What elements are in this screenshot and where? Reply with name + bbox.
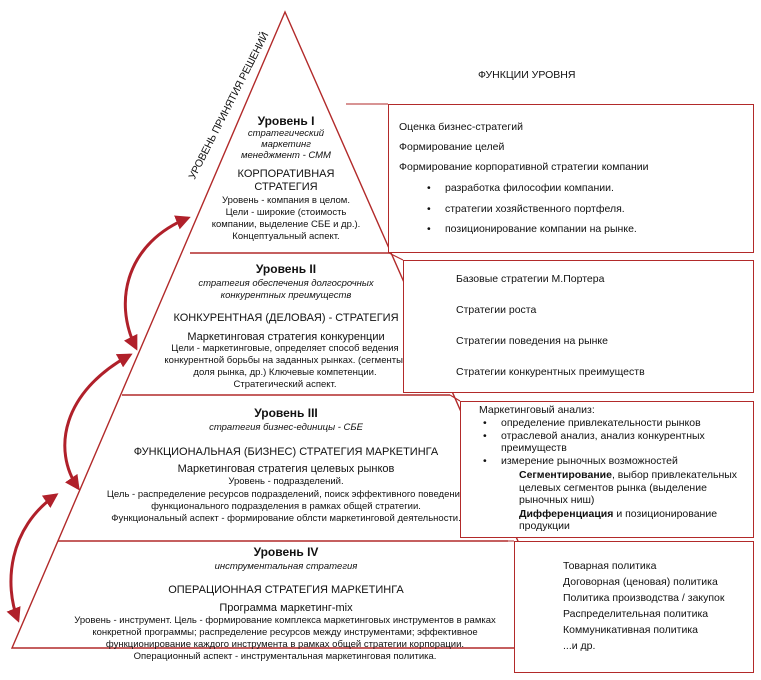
functions-level-3-segmentation: Сегментирование, выбор привлекательных (519, 469, 737, 481)
differentiation-bold: Дифференциация (519, 508, 614, 520)
functions-level-2-line-3: Стратегии поведения на рынке (456, 335, 608, 347)
level-arrows (6, 215, 191, 623)
level-1-strategy-1: КОРПОРАТИВНАЯ (237, 168, 335, 180)
level-1-desc-3: компании, выделение СБЕ и др.). (211, 219, 361, 230)
functions-level-4-line-5: Коммуникативная политика (563, 624, 698, 636)
level-1-desc-2: Цели - широкие (стоимость (225, 207, 347, 218)
level-2-desc-1: Цели - маркетинговые, определяет способ … (171, 343, 399, 354)
level-4-title: Уровень IV (253, 545, 319, 559)
segmentation-bold: Сегментирование (519, 469, 612, 481)
connector-lines (346, 103, 514, 542)
level-4-desc-1: Уровень - инструмент. Цель - формировани… (74, 615, 496, 626)
functions-level-3-seg-line-2: рыночных ниш) (519, 494, 595, 506)
functions-level-3-bullet-1: определение привлекательности рынков (483, 417, 701, 429)
functions-level-3-heading: Маркетинговый анализ: (479, 404, 595, 416)
functions-level-1-line-1: Оценка бизнес-стратегий (399, 121, 523, 133)
functions-level-4-line-2: Договорная (ценовая) политика (563, 576, 718, 588)
functions-level-3-bullet-2: отраслевой анализ, анализ конкурентных (483, 430, 705, 442)
level-2-subtitle-2: конкурентных преимуществ (220, 290, 352, 301)
functions-level-3-diff-line-1: продукции (519, 520, 570, 532)
level-1-desc-1: Уровень - компания в целом. (222, 195, 350, 206)
functions-level-1-bullet-1: разработка философии компании. (427, 182, 614, 194)
level-1-title: Уровень I (257, 114, 315, 128)
arrow-level-1-2 (123, 215, 191, 351)
functions-level-4-line-6: ...и др. (563, 640, 596, 652)
functions-level-4-line-3: Политика производства / закупок (563, 592, 725, 604)
functions-level-2-line-2: Стратегии роста (456, 304, 537, 316)
level-1-strategy-2: СТРАТЕГИЯ (254, 181, 318, 193)
functions-level-3-bullet-3: измерение рыночных возможностей (483, 455, 678, 467)
level-3-desc-2: Цель - распределение ресурсов подразделе… (106, 489, 466, 500)
level-2-title: Уровень II (255, 262, 317, 276)
functions-level-1-bullet-3: позиционирование компании на рынке. (427, 223, 637, 235)
level-1-subtitle-1: стратегический (247, 128, 325, 139)
level-1-subtitle-3: менеджмент - СММ (241, 150, 331, 161)
functions-level-3-bullet-2-cont: преимуществ (501, 442, 567, 454)
functions-box-level-3: Маркетинговый анализ: определение привле… (460, 401, 754, 538)
level-4-subtitle: инструментальная стратегия (214, 561, 358, 572)
level-3-strategy-name: Маркетинговая стратегия целевых рынков (177, 463, 395, 475)
level-4-desc-2: конкретной программы; распределение ресу… (92, 627, 478, 638)
functions-level-4-line-1: Товарная политика (563, 560, 657, 572)
level-2-desc-3: доля рынка, др.) Ключевые компетенции. (193, 367, 377, 378)
arrow-level-3-4 (6, 493, 59, 623)
segmentation-rest: , выбор привлекательных (611, 469, 738, 481)
functions-level-1-line-3: Формирование корпоративной стратегии ком… (399, 161, 649, 173)
functions-box-level-1: Оценка бизнес-стратегий Формирование цел… (388, 104, 754, 253)
level-3-desc-4: Функциональный аспект - формирование обл… (111, 513, 461, 524)
level-3-desc-3: функционального подразделения в рамках о… (151, 501, 421, 512)
level-4-strategy-name: Программа маркетинг-mix (219, 602, 353, 614)
level-4-strategy: ОПЕРАЦИОННАЯ СТРАТЕГИЯ МАРКЕТИНГА (168, 584, 404, 596)
level-4-desc-3: функционирование каждого инструмента в р… (105, 639, 465, 650)
functions-level-3-differentiation: Дифференциация и позиционирование (519, 508, 717, 520)
level-1-subtitle-2: маркетинг (261, 139, 311, 150)
functions-level-4-line-4: Распределительная политика (563, 608, 709, 620)
functions-level-1-line-2: Формирование целей (399, 141, 505, 153)
level-1-desc-4: Концептуальный аспект. (232, 231, 340, 242)
level-3-strategy: ФУНКЦИОНАЛЬНАЯ (БИЗНЕС) СТРАТЕГИЯ МАРКЕТ… (133, 446, 439, 458)
functions-level-1-bullet-2: стратегии хозяйственного портфеля. (427, 203, 625, 215)
functions-level-2-line-1: Базовые стратегии М.Портера (456, 273, 605, 285)
level-2-strategy: КОНКУРЕНТНАЯ (ДЕЛОВАЯ) - СТРАТЕГИЯ (173, 312, 399, 324)
level-3-desc-1: Уровень - подразделений. (228, 476, 344, 487)
arrow-level-2-3 (63, 353, 133, 491)
functions-box-level-2: Базовые стратегии М.Портера Стратегии ро… (403, 260, 754, 393)
level-2-subtitle-1: стратегия обеспечения долгосрочных (198, 278, 374, 289)
level-2-strategy-name: Маркетинговая стратегия конкуренции (187, 331, 385, 343)
functions-header: Функции уровня (478, 69, 576, 81)
level-3-subtitle: стратегия бизнес-единицы - СБЕ (209, 422, 363, 433)
level-4-desc-4: Операционный аспект - инструментальная м… (133, 651, 437, 662)
level-2-desc-4: Стратегический аспект. (233, 379, 337, 390)
level-3-title: Уровень III (254, 406, 318, 420)
functions-level-2-line-4: Стратегии конкурентных преимуществ (456, 366, 645, 378)
functions-box-level-4: Товарная политика Договорная (ценовая) п… (514, 541, 754, 673)
differentiation-rest: и позиционирование (613, 508, 718, 520)
level-2-desc-2: конкурентной борьбы на заданных рынках. … (164, 355, 406, 366)
functions-level-3-seg-line-1: целевых сегментов рынка (выделение (519, 482, 707, 494)
